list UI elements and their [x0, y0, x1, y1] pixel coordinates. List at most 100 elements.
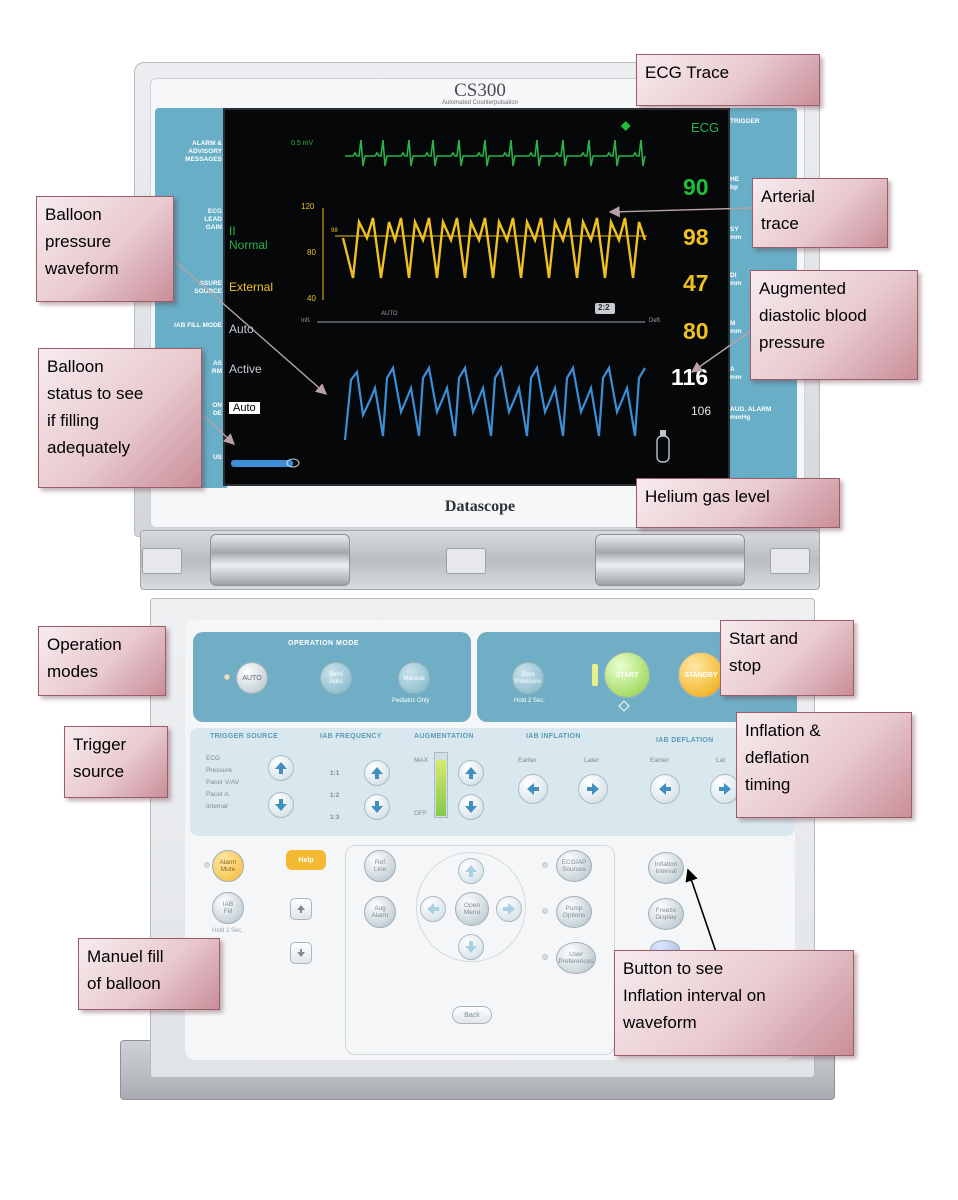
ecg-scale: 0.5 mV	[291, 140, 314, 147]
freeze-display-button[interactable]: Freeze Display	[648, 898, 684, 930]
help-button[interactable]: Help	[286, 850, 326, 870]
heart-rate-value: 90	[683, 174, 709, 200]
frequency-list: 1:1 1:2 1:3	[330, 763, 339, 829]
side-label-source: ASURE SOURCE	[194, 280, 222, 295]
timing-defl-label: Defl.	[649, 318, 662, 324]
frequency-up-button[interactable]	[364, 760, 390, 786]
arrow-balloon-pressure	[175, 261, 328, 395]
user-preferences-button[interactable]: User Preferences	[556, 942, 596, 974]
frequency-badge: 2:2	[598, 303, 610, 312]
aug-alarm-button[interactable]: Aug Alarm	[364, 896, 396, 928]
back-button[interactable]: Back	[452, 1006, 492, 1024]
augmentation-title: AUGMENTATION	[414, 733, 474, 740]
ref-line-button[interactable]: Ref Line	[364, 850, 396, 882]
arrow-down-icon	[275, 799, 287, 811]
trigger-pacer-vav: Pacer V/AV	[206, 779, 240, 786]
side-label-aug: A mm	[730, 366, 742, 381]
deflation-earlier-button[interactable]	[650, 774, 680, 804]
start-button[interactable]: START	[604, 652, 650, 698]
arrow-inflation-interval	[685, 868, 717, 953]
marker-98: 98	[331, 228, 338, 234]
mean-value: 80	[683, 318, 709, 344]
open-menu-button[interactable]: Open Menu	[455, 892, 489, 926]
aug-alarm-value: 106	[691, 404, 712, 418]
alarm-state-value: Active	[229, 362, 262, 376]
pressure-source-value: External	[229, 280, 274, 294]
augmentation-level-bar	[434, 752, 448, 818]
ecg-label: ECG	[691, 120, 720, 135]
side-label-mode: ON DE	[212, 402, 222, 417]
side-label-lead: ECG LEAD GAIN	[204, 208, 222, 231]
arrow-right-icon	[587, 783, 599, 795]
nav-up-button[interactable]	[458, 858, 484, 884]
arrow-left-icon	[427, 903, 439, 915]
side-label-fill-mode: IAB FILL MODE	[174, 322, 222, 329]
page-down-button[interactable]	[290, 942, 312, 964]
side-label-heart: HE bp	[730, 176, 740, 191]
nav-left-button[interactable]	[420, 896, 446, 922]
standby-button[interactable]: STANDBY	[678, 652, 724, 698]
side-label-trigger: TRIGGER	[730, 118, 760, 125]
inflation-earlier-button[interactable]	[518, 774, 548, 804]
nav-right-button[interactable]	[496, 896, 522, 922]
lead-value: II	[229, 224, 236, 238]
augmentation-max-label: MAX	[414, 757, 429, 764]
callout-inflation-timing: Inflation & deflation timing	[736, 712, 912, 818]
balloon-status-bar	[231, 460, 293, 467]
alarm-mute-button[interactable]: Alarm Mute	[212, 850, 244, 882]
zero-hold-note: Hold 2 Sec.	[514, 698, 546, 704]
pump-options-button[interactable]: Pump Options	[556, 896, 592, 928]
iab-fill-button[interactable]: IAB Fill	[212, 892, 244, 924]
trigger-up-button[interactable]	[268, 755, 294, 781]
arrow-arterial	[608, 206, 753, 218]
ecg-ap-led	[542, 862, 548, 868]
operation-mode-title: OPERATION MODE	[288, 640, 360, 647]
augmentation-down-button[interactable]	[458, 794, 484, 820]
side-label-alarm: ALARM & ADVISORY MESSAGES	[185, 140, 222, 163]
diastolic-value: 47	[683, 270, 709, 296]
arrow-left-icon	[527, 783, 539, 795]
callout-balloon-pressure: Balloon pressure waveform	[36, 196, 174, 302]
deflation-earlier-label: Earlier	[650, 757, 669, 764]
trigger-down-button[interactable]	[268, 792, 294, 818]
frequency-1-2: 1:2	[330, 792, 340, 799]
arrow-up-icon	[465, 865, 477, 877]
ecg-ap-sources-button[interactable]: ECG/AP Sources	[556, 850, 592, 882]
timing-auto-label: AUTO	[381, 311, 398, 317]
auto-mode-button[interactable]: AUTO	[236, 662, 268, 694]
trigger-pressure: Pressure	[206, 767, 233, 774]
operation-value: Auto	[229, 402, 260, 414]
side-label-alarm-2: AS RM	[211, 360, 222, 375]
arrow-down-icon	[371, 801, 383, 813]
trigger-source-list: ECG Pressure Pacer V/AV Pacer A Internal	[206, 753, 239, 813]
scale-80: 80	[307, 248, 316, 257]
page-up-button[interactable]	[290, 898, 312, 920]
inflation-interval-button[interactable]: Inflation Interval	[648, 852, 684, 884]
trigger-internal: Internal	[206, 803, 228, 810]
callout-inflation-interval-button: Button to see Inflation interval on wave…	[614, 950, 854, 1056]
inflation-earlier-label: Earlier	[518, 757, 537, 764]
frequency-1-3: 1:3	[330, 814, 340, 821]
model-name: CS300	[454, 80, 506, 101]
trigger-source-title: TRIGGER SOURCE	[210, 733, 278, 740]
nav-down-button[interactable]	[458, 934, 484, 960]
hinge-latch[interactable]	[446, 548, 486, 574]
callout-operation-modes: Operation modes	[38, 626, 166, 696]
zero-pressure-button[interactable]: Zero Pressure	[512, 662, 544, 694]
hinge-cap-right	[770, 548, 810, 574]
frequency-1-1: 1:1	[330, 770, 340, 777]
frequency-down-button[interactable]	[364, 794, 390, 820]
arrow-down-icon	[465, 941, 477, 953]
hinge-cap-left	[142, 548, 182, 574]
augmentation-up-button[interactable]	[458, 760, 484, 786]
pump-options-led	[542, 908, 548, 914]
trigger-pacer-a: Pacer A	[206, 791, 229, 798]
semi-auto-button[interactable]: Semi Auto	[320, 662, 352, 694]
inflation-later-button[interactable]	[578, 774, 608, 804]
deflation-later-label: Lat	[716, 757, 726, 764]
arrow-augmented	[690, 329, 753, 373]
waveform-canvas	[231, 121, 670, 468]
manual-mode-button[interactable]: Manual	[398, 662, 430, 694]
hinge-roller-right	[595, 534, 745, 586]
brand-logo: Datascope	[444, 498, 516, 515]
